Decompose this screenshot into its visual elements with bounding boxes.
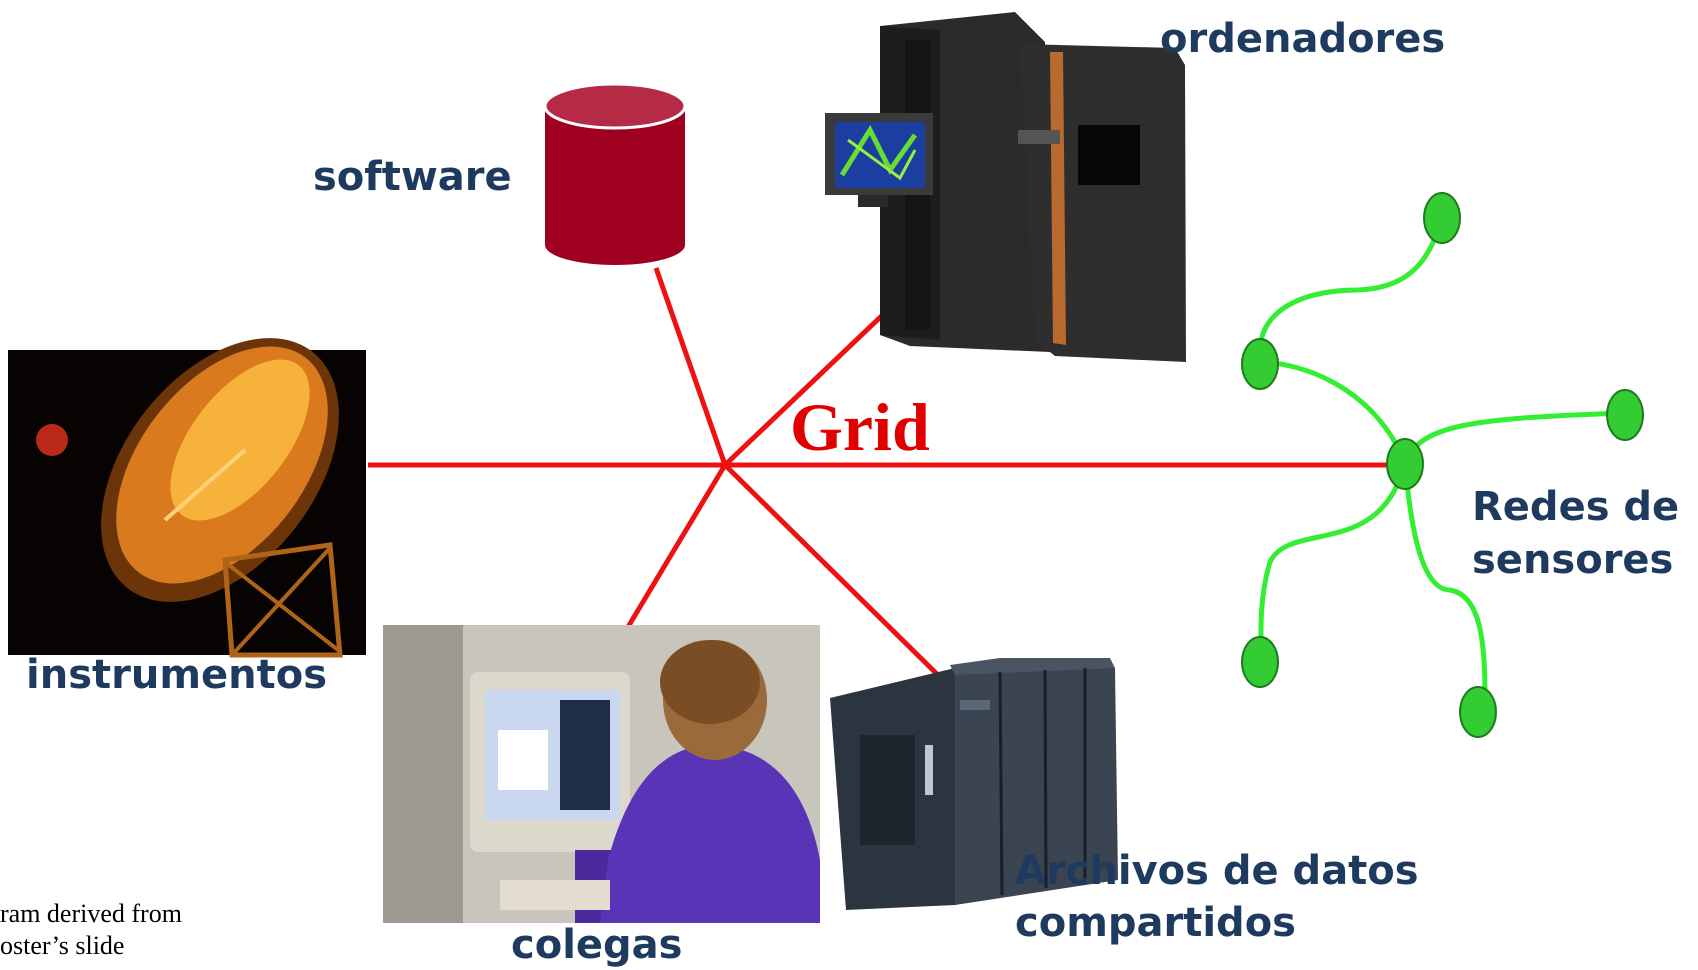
data-archives-label-line2: compartidos bbox=[1015, 900, 1296, 946]
database-cylinder-icon bbox=[543, 82, 687, 265]
credit-line2: oster’s slide bbox=[0, 931, 125, 960]
sensor-node bbox=[1459, 686, 1497, 738]
sensor-node bbox=[1241, 338, 1279, 390]
colleagues-label: colegas bbox=[511, 922, 683, 968]
instruments-label: instrumentos bbox=[26, 652, 328, 698]
software-label: software bbox=[313, 154, 512, 200]
sensor-node bbox=[1606, 389, 1644, 441]
radio-telescope-image bbox=[8, 338, 366, 658]
sensor-node bbox=[1241, 636, 1279, 688]
storage-array-image bbox=[830, 658, 1118, 910]
link-software bbox=[653, 267, 728, 466]
grid-center-label: Grid bbox=[790, 389, 930, 465]
computers-label: ordenadores bbox=[1160, 16, 1446, 62]
data-archives-label-line1: Archivos de datos bbox=[1015, 848, 1419, 894]
mainframe-computer-image bbox=[825, 12, 1186, 362]
link-computers bbox=[723, 304, 894, 467]
link-colleagues bbox=[625, 463, 728, 629]
sensor-networks-label-line1: Redes de bbox=[1472, 484, 1680, 530]
sensor-node-hub bbox=[1386, 438, 1424, 490]
sensor-networks-label-line2: sensores bbox=[1472, 537, 1674, 583]
sensor-node bbox=[1423, 192, 1461, 244]
sensor-network-icon bbox=[1241, 192, 1644, 738]
grid-hub-lines bbox=[368, 267, 1395, 684]
colleague-at-workstation-image bbox=[383, 625, 820, 923]
link-data-archives bbox=[723, 463, 947, 684]
credit-line1: ram derived from bbox=[0, 899, 182, 928]
